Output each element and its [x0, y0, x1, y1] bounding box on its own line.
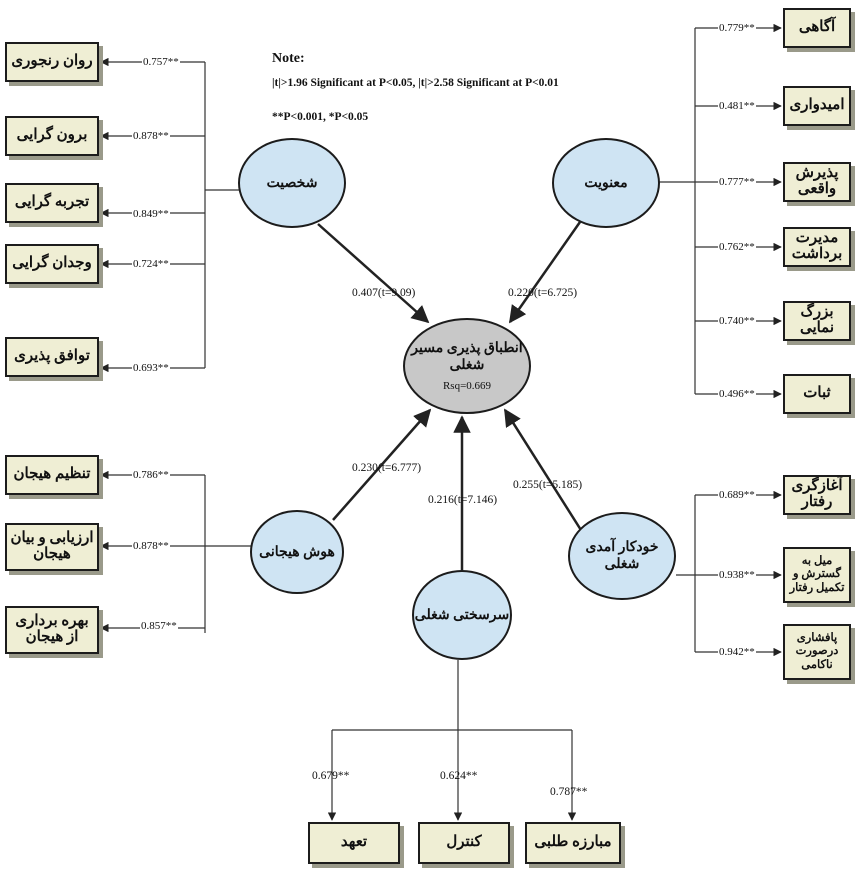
indicator-box: تعهد — [308, 822, 400, 864]
loading-label: 0.740** — [718, 315, 756, 327]
path-arrow-khodkar — [503, 408, 588, 539]
loading-label: 0.779** — [718, 22, 756, 34]
indicator-box: تجربه گرایی — [5, 183, 99, 223]
construct-sarsakhti: سرسختی شغلی — [412, 570, 512, 660]
indicator-box: میل به گسترش و تکمیل رفتار — [783, 547, 851, 603]
loading-label: 0.679** — [312, 770, 350, 782]
loading-label: 0.762** — [718, 241, 756, 253]
path-arrow-hoosh — [332, 408, 432, 521]
loading-label: 0.787** — [550, 786, 588, 798]
path-coefficient-manaviat: 0.220(t=6.725) — [508, 287, 578, 299]
indicator-box: ارزیابی و بیان هیجان — [5, 523, 99, 571]
note-block: Note: |t|>1.96 Significant at P<0.05, |t… — [272, 50, 572, 144]
loading-label: 0.757** — [142, 56, 180, 68]
path-coefficient-shakhsiat: 0.407(t=9.09) — [352, 287, 416, 299]
central-label: انطباق پذیری مسیر شغلی — [411, 341, 523, 373]
indicator-box: آغازگری رفتار — [783, 475, 851, 515]
structural-paths — [317, 221, 588, 570]
construct-hoosh: هوش هیجانی — [250, 510, 344, 594]
loading-label: 0.878** — [132, 130, 170, 142]
indicator-box: آگاهی — [783, 8, 851, 48]
central-rsq: Rsq=0.669 — [442, 380, 492, 392]
loading-label: 0.481** — [718, 100, 756, 112]
loading-label: 0.849** — [132, 208, 170, 220]
path-coefficient-hoosh: 0.230(t=6.777) — [352, 462, 422, 474]
construct-shakhsiat: شخصیت — [238, 138, 346, 228]
loading-label: 0.786** — [132, 469, 170, 481]
connector-lines — [100, 23, 782, 821]
indicator-box: تنظیم هیجان — [5, 455, 99, 495]
construct-central: انطباق پذیری مسیر شغلی Rsq=0.669 — [403, 318, 531, 414]
indicator-box: برون گرایی — [5, 116, 99, 156]
loading-label: 0.724** — [132, 258, 170, 270]
loading-label: 0.857** — [140, 620, 178, 632]
indicator-box: توافق پذیری — [5, 337, 99, 377]
loading-label: 0.777** — [718, 176, 756, 188]
loading-label: 0.496** — [718, 388, 756, 400]
path-coefficient-sarsakhti: 0.216(t=7.146) — [428, 494, 498, 506]
note-pvalues: **P<0.001, *P<0.05 — [272, 110, 369, 123]
path-coefficient-khodkar: 0.255(t=5.185) — [513, 479, 583, 491]
path-arrow-manaviat — [508, 221, 582, 324]
path-arrow-shakhsiat — [317, 223, 430, 324]
construct-khodkar: خودکار آمدی شغلی — [568, 512, 676, 600]
loading-label: 0.878** — [132, 540, 170, 552]
indicator-box: مدیرت برداشت — [783, 227, 851, 267]
indicator-box: کنترل — [418, 822, 510, 864]
indicator-box: بزرگ نمایی — [783, 301, 851, 341]
loading-label: 0.689** — [718, 489, 756, 501]
indicator-box: مبارزه طلبی — [525, 822, 621, 864]
indicator-box: ثبات — [783, 374, 851, 414]
loading-label: 0.942** — [718, 646, 756, 658]
loading-label: 0.693** — [132, 362, 170, 374]
loading-label: 0.938** — [718, 569, 756, 581]
note-significance: |t|>1.96 Significant at P<0.05, |t|>2.58… — [272, 76, 559, 89]
indicator-box: روان رنجوری — [5, 42, 99, 82]
indicator-box: پافشاری درصورت ناکامی — [783, 624, 851, 680]
note-title: Note: — [272, 51, 305, 66]
indicator-box: وجدان گرایی — [5, 244, 99, 284]
indicator-box: بهره برداری از هیجان — [5, 606, 99, 654]
loading-label: 0.624** — [440, 770, 478, 782]
indicator-box: پذیرش واقعی — [783, 162, 851, 202]
construct-manaviat: معنویت — [552, 138, 660, 228]
indicator-box: امیدواری — [783, 86, 851, 126]
